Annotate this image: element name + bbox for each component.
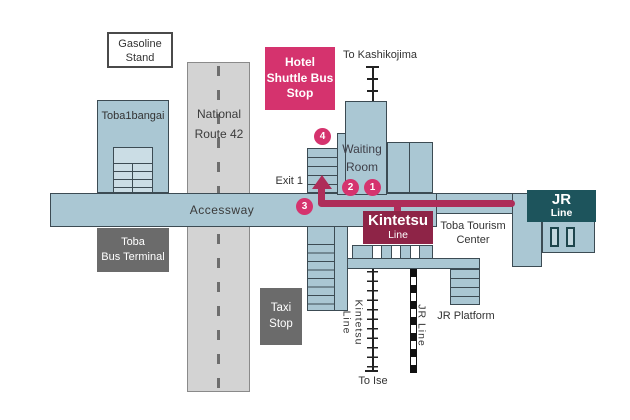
route-line-horizontal (318, 200, 515, 207)
to-kashikojima-label: To Kashikojima (343, 49, 417, 61)
west-wing-divider (334, 226, 335, 311)
route-arrowhead (312, 175, 332, 189)
toba-bus-terminal-box: Toba Bus Terminal (97, 228, 169, 272)
gasoline-stand-box: Gasoline Stand (107, 32, 173, 68)
route-marker-1: 1 (364, 179, 381, 196)
annex-divider (409, 142, 410, 193)
route-marker-3: 3 (296, 198, 313, 215)
accessway-label: Accessway (189, 203, 255, 217)
route-marker-2: 2 (342, 179, 359, 196)
exit1-label: Exit 1 (275, 175, 303, 187)
route-arrow-shaft (318, 188, 325, 204)
kintetsu-line-box: Kintetsu Line (363, 211, 433, 244)
west-wing-stair-steps (308, 244, 335, 310)
route-connector-kintetsu (394, 203, 401, 215)
jr-door-2 (566, 227, 575, 247)
station-annex-building (387, 142, 433, 193)
jr-line-box: JR Line (527, 190, 596, 222)
to-ise-label: To Ise (358, 375, 388, 387)
national-route-42-label: National Route 42 (194, 107, 244, 141)
track-north-tick-2 (367, 90, 378, 92)
toba-tourism-center-label: Toba Tourism Center (440, 220, 506, 246)
jr-track (410, 269, 417, 373)
track-north-endbar (366, 66, 379, 68)
jr-platform-label: JR Platform (437, 310, 495, 322)
hotel-shuttle-bus-stop-box: Hotel Shuttle Bus Stop (265, 47, 335, 110)
kintetsu-track-endbar (365, 370, 378, 372)
pillar-gap-3 (410, 246, 420, 258)
accessway-road (50, 193, 437, 227)
toba1bangai-label: Toba1bangai (101, 110, 165, 122)
pillar-gap-1 (372, 246, 382, 258)
jr-line-track-label: JR Line (415, 304, 428, 347)
platform-concourse (347, 258, 480, 269)
toba1bangai-stair-steps (114, 163, 152, 192)
toba1bangai-stair-divider (132, 163, 133, 192)
kintetsu-track-south (372, 269, 374, 372)
kintetsu-line-track-label: Kintetsu Line (340, 299, 365, 346)
road-centerline (217, 66, 220, 388)
waiting-room-label: Waiting Room (342, 142, 382, 174)
route-marker-4: 4 (314, 128, 331, 145)
jr-door-1 (550, 227, 559, 247)
jr-platform-stairs (450, 269, 480, 305)
pillar-gap-2 (391, 246, 401, 258)
kintetsu-track-north (372, 66, 374, 101)
track-north-tick-1 (367, 78, 378, 80)
taxi-stop-box: Taxi Stop (260, 288, 302, 345)
